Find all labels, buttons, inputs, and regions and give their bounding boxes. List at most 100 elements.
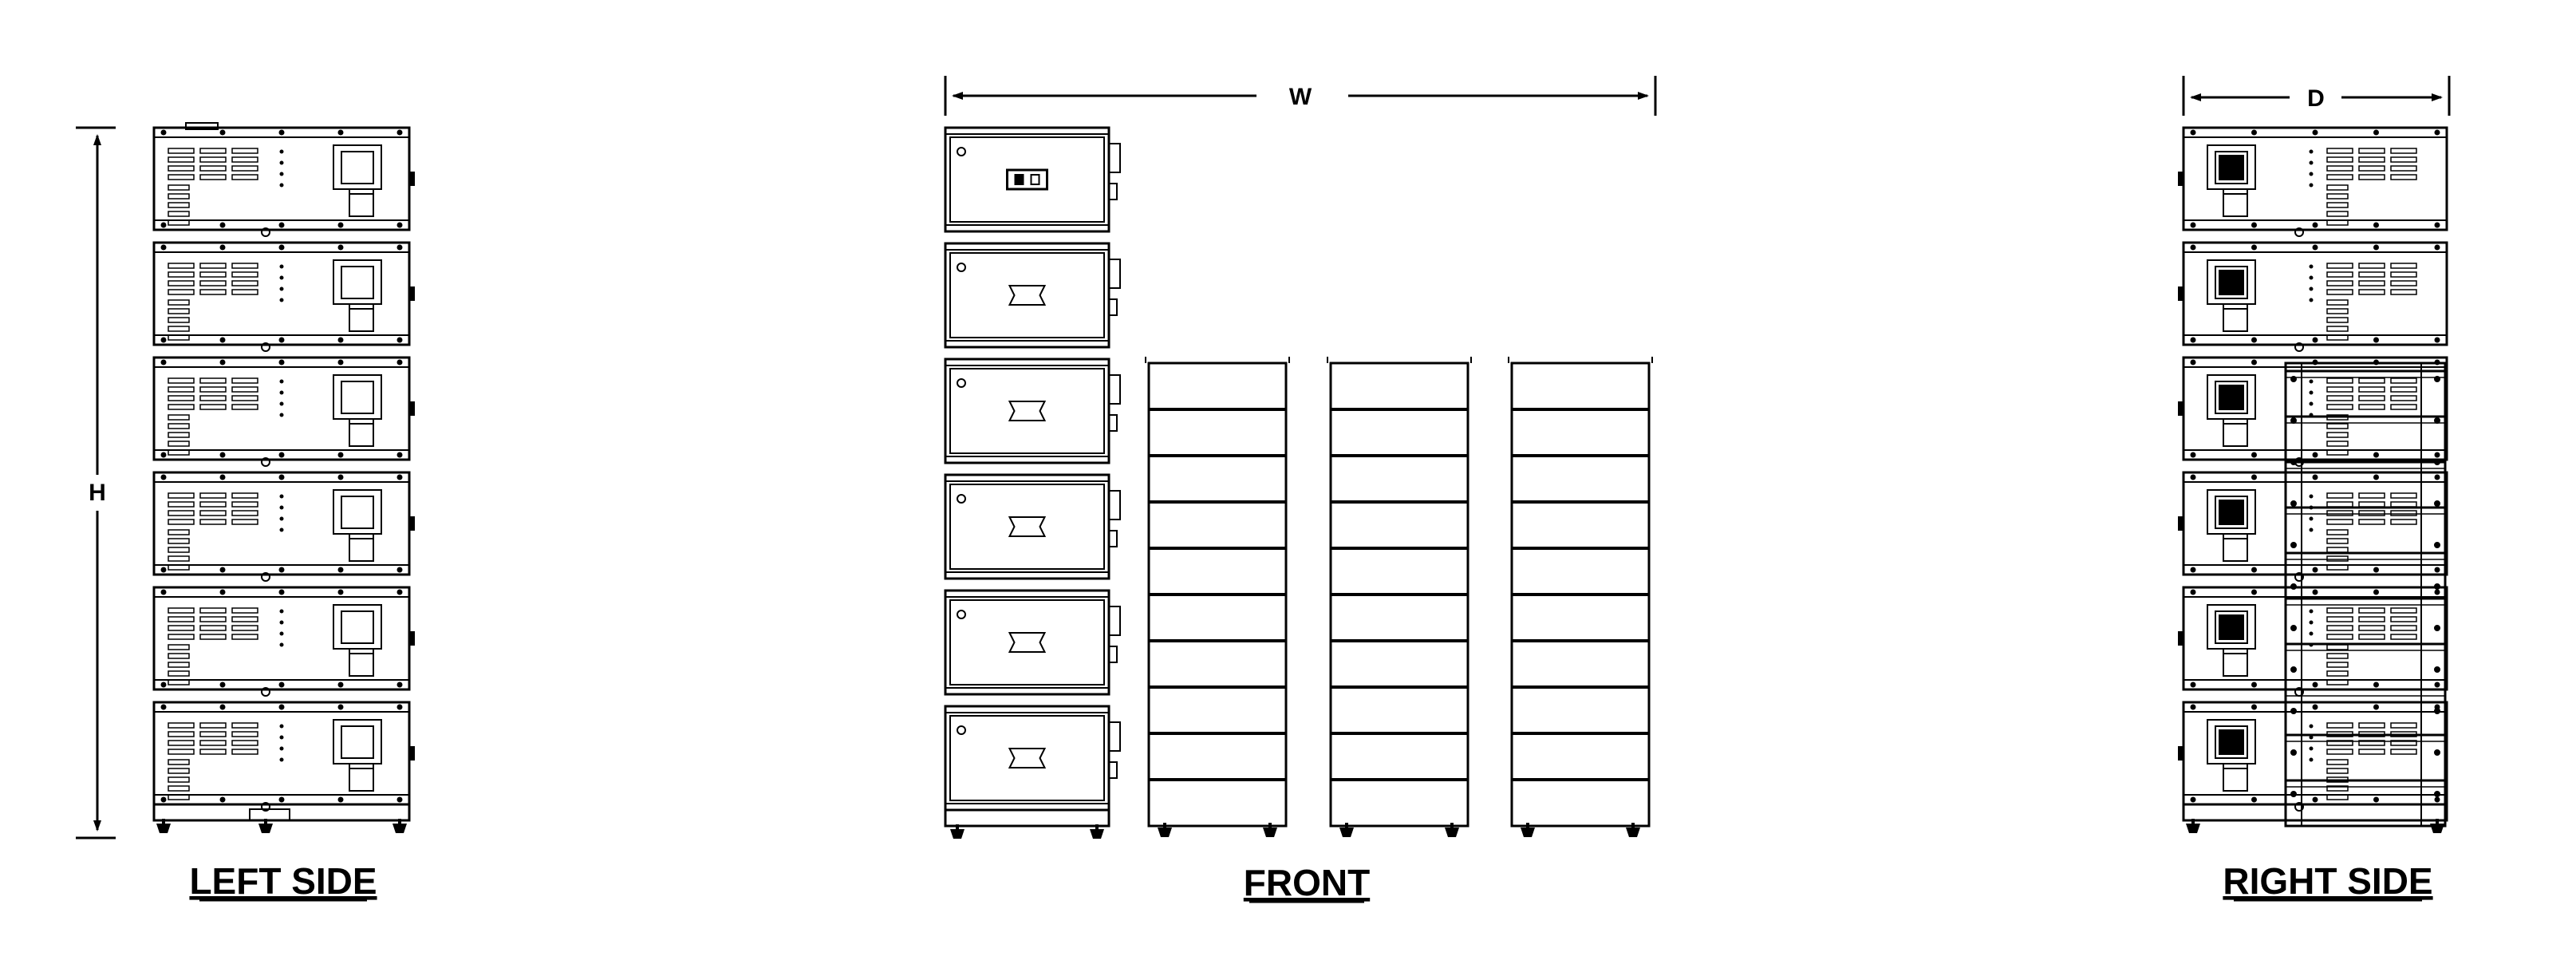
vent-slot bbox=[231, 156, 258, 163]
battery-module-side bbox=[152, 126, 415, 237]
dot bbox=[279, 149, 284, 154]
rail-hole bbox=[2312, 567, 2318, 573]
dot bbox=[279, 746, 284, 751]
rail-hole bbox=[2190, 796, 2196, 803]
vent-slot bbox=[2390, 749, 2417, 755]
foot bbox=[393, 819, 407, 833]
vent-slot bbox=[2326, 625, 2353, 631]
vent-slot bbox=[231, 263, 258, 269]
dot bbox=[279, 286, 284, 291]
rail-hole bbox=[2312, 337, 2318, 343]
rail-hole bbox=[2373, 222, 2379, 228]
module-face bbox=[949, 368, 1105, 454]
rack-bolt bbox=[2290, 666, 2297, 673]
power-switch bbox=[1014, 174, 1024, 185]
side-tab bbox=[408, 631, 415, 646]
side-connector bbox=[1108, 374, 1121, 405]
foot bbox=[2186, 819, 2200, 833]
vent-slot bbox=[168, 768, 190, 774]
rail-hole bbox=[160, 129, 167, 136]
dot bbox=[2309, 390, 2314, 395]
rail-hole bbox=[396, 244, 403, 251]
module-frame bbox=[944, 473, 1110, 580]
vent-slot bbox=[2326, 377, 2353, 384]
vent-slot bbox=[168, 219, 190, 226]
vent-slot bbox=[231, 510, 258, 516]
rail-hole bbox=[2190, 682, 2196, 688]
dot bbox=[2309, 746, 2314, 751]
front-battery-racks bbox=[1145, 357, 1653, 837]
rack-bolt bbox=[2290, 417, 2297, 424]
vent-slot bbox=[168, 202, 190, 208]
rail-hole bbox=[219, 704, 226, 710]
vent-slot bbox=[168, 653, 190, 659]
rail-hole bbox=[2251, 567, 2257, 573]
module-handle bbox=[1008, 401, 1047, 421]
vent-slot bbox=[2326, 768, 2349, 774]
vent-slot bbox=[168, 271, 195, 278]
dot bbox=[2309, 757, 2314, 762]
side-connector bbox=[1108, 183, 1118, 200]
vent-slot bbox=[231, 404, 258, 410]
rack-bolt bbox=[2290, 376, 2297, 382]
dot bbox=[279, 527, 284, 532]
module-handle bbox=[1008, 516, 1047, 537]
vent-slot bbox=[199, 404, 227, 410]
vent-slot bbox=[199, 722, 227, 729]
vent-slot bbox=[2358, 174, 2385, 180]
vent-slot bbox=[2326, 501, 2353, 508]
rail-hole bbox=[2251, 452, 2257, 458]
rail-hole bbox=[219, 474, 226, 480]
module-frame bbox=[944, 358, 1110, 464]
side-connector bbox=[1108, 761, 1118, 779]
vent-slot bbox=[2326, 174, 2353, 180]
dot bbox=[279, 516, 284, 521]
vent-slot bbox=[2326, 794, 2349, 800]
vent-slot bbox=[2326, 634, 2353, 640]
rail-hole bbox=[2190, 337, 2196, 343]
vent-slot bbox=[199, 501, 227, 508]
rail-hole bbox=[160, 589, 167, 595]
rail-hole bbox=[2312, 474, 2318, 480]
dot bbox=[2309, 527, 2314, 532]
dot bbox=[279, 724, 284, 729]
vent-slot bbox=[168, 510, 195, 516]
vent-slot bbox=[2358, 625, 2385, 631]
dot bbox=[2309, 620, 2314, 625]
vent-slot bbox=[231, 148, 258, 154]
rail-hole bbox=[2434, 337, 2440, 343]
rail-hole bbox=[396, 359, 403, 365]
vent-slot bbox=[2390, 377, 2417, 384]
rack-inner bbox=[2301, 362, 2422, 827]
module-handle bbox=[1008, 285, 1047, 306]
rack-bolt bbox=[2434, 542, 2440, 548]
rack-bolt bbox=[2434, 417, 2440, 424]
rack-bolt bbox=[2290, 500, 2297, 507]
rail-hole bbox=[2373, 129, 2379, 136]
rail-hole bbox=[278, 222, 285, 228]
battery-module-side bbox=[152, 701, 415, 812]
rack-bolt bbox=[2434, 666, 2440, 673]
battery-rack bbox=[1327, 357, 1472, 837]
rail-hole bbox=[278, 359, 285, 365]
vent-slot bbox=[199, 607, 227, 614]
vent-slot bbox=[168, 749, 195, 755]
vent-slot bbox=[2390, 625, 2417, 631]
vent-slot bbox=[168, 644, 190, 650]
vent-slot bbox=[168, 263, 195, 269]
vent-slot bbox=[2326, 156, 2353, 163]
rail-hole bbox=[278, 452, 285, 458]
rail-hole bbox=[2373, 682, 2379, 688]
rail-hole bbox=[396, 704, 403, 710]
vent-slot bbox=[231, 519, 258, 525]
side-tab bbox=[2178, 631, 2184, 646]
vent-slot bbox=[231, 731, 258, 737]
vent-slot bbox=[2326, 564, 2349, 571]
vent-slot bbox=[231, 492, 258, 499]
rail-hole bbox=[337, 452, 344, 458]
vent-slot bbox=[168, 564, 190, 571]
vent-slot bbox=[168, 299, 190, 306]
depth-label: D bbox=[2307, 85, 2325, 112]
rail-hole bbox=[219, 337, 226, 343]
front-view: W FRONT bbox=[944, 76, 1657, 903]
